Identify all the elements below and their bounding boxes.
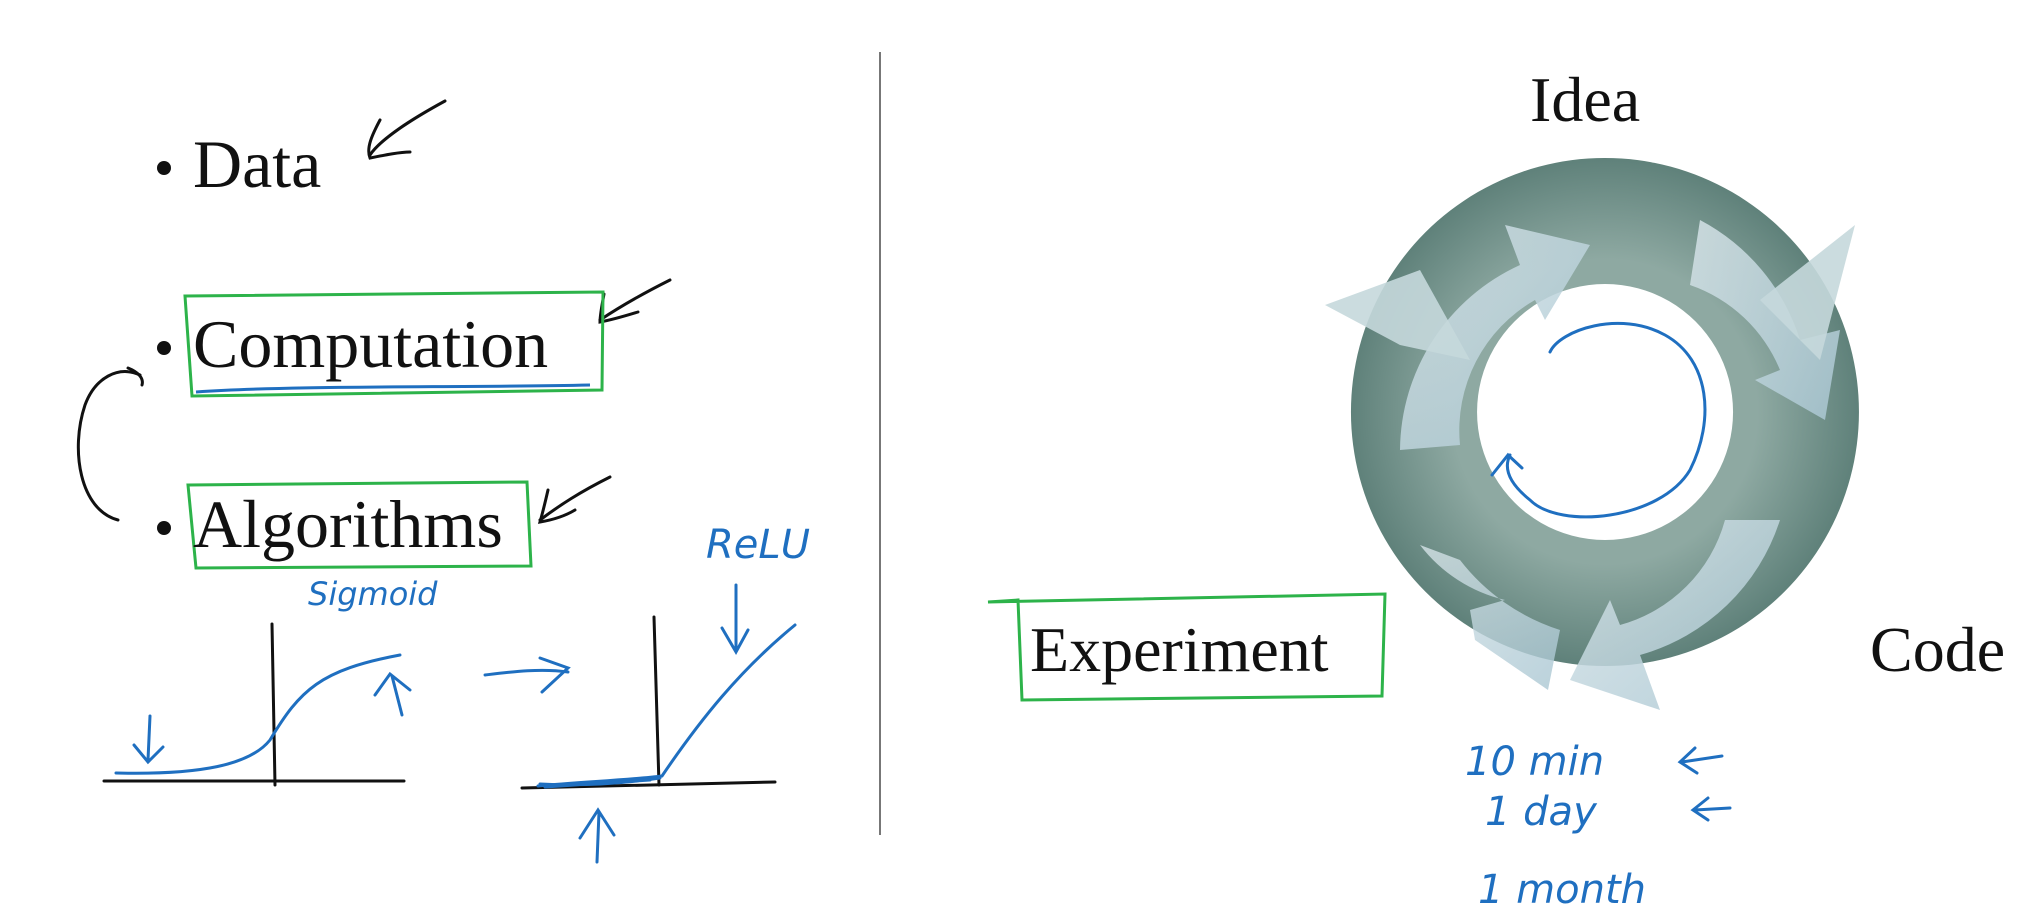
cycle-label-code: Code <box>1870 614 2006 685</box>
bullet-dot-computation <box>157 341 171 355</box>
cycle-label-experiment: Experiment <box>1030 614 1329 685</box>
arrow-sigmoid-to-relu <box>483 656 571 694</box>
time-10-min: 10 min <box>1465 739 1605 785</box>
time-1-month: 1 month <box>1478 867 1646 913</box>
arrow-10-min <box>1677 746 1724 775</box>
hand-cycle-swirl <box>1490 321 1707 519</box>
bullet-algorithms: Algorithms <box>193 486 503 562</box>
arrow-to-data <box>367 99 447 160</box>
box-algorithms <box>186 480 533 570</box>
relu-graph <box>520 583 797 864</box>
arrow-to-computation <box>598 278 672 324</box>
arrow-to-algorithms <box>537 475 612 524</box>
relu-label: ReLU <box>706 522 810 568</box>
sigmoid-graph <box>102 622 412 787</box>
time-1-day: 1 day <box>1485 789 1597 835</box>
bullet-dot-algorithms <box>157 521 171 535</box>
cycle-arrow-left <box>76 366 144 522</box>
bullet-computation: Computation <box>193 306 549 382</box>
box-experiment <box>987 592 1387 702</box>
box-computation <box>183 290 605 398</box>
underline-computation <box>195 383 591 394</box>
bullet-data: Data <box>193 126 322 202</box>
arrow-1-day <box>1690 796 1732 822</box>
sigmoid-label: Sigmoid <box>308 575 438 613</box>
bullet-dot-data <box>157 161 171 175</box>
cycle-label-idea: Idea <box>1530 64 1641 135</box>
cycle-diagram <box>1325 158 1859 710</box>
